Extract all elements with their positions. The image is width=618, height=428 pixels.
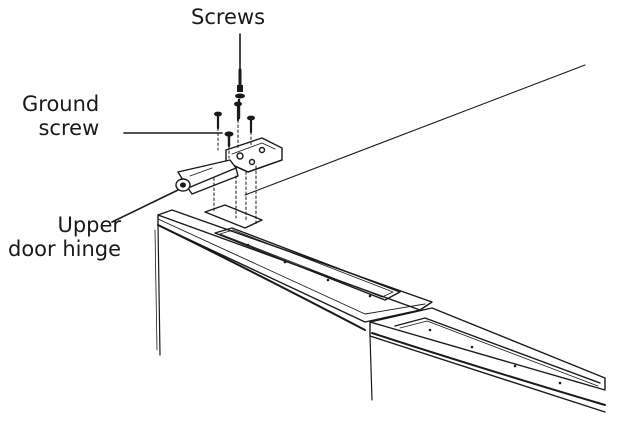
- ground-screw: [224, 131, 234, 148]
- hinge-hole: [248, 158, 256, 166]
- left-door-top: [154, 204, 433, 356]
- hinge-screws: [214, 68, 255, 134]
- trim-dot: [283, 260, 287, 264]
- leader-upper-door-hinge: [111, 189, 179, 223]
- cabinet-rear-edge: [244, 64, 586, 196]
- trim-dot: [326, 278, 330, 282]
- trim-dot: [246, 243, 250, 247]
- trim-dot: [558, 381, 562, 385]
- upper-door-hinge: [175, 137, 283, 195]
- hinge-hole: [236, 152, 244, 160]
- trim-dot: [513, 364, 517, 368]
- trim-dot: [368, 294, 372, 298]
- trim-dot: [428, 328, 432, 332]
- trim-dot: [470, 345, 474, 349]
- right-door-top: [369, 307, 606, 413]
- ground-screw-label: Ground screw: [22, 92, 100, 140]
- screws-label: Screws: [191, 5, 266, 29]
- alignment-lines: [213, 119, 257, 226]
- leader-lines: [111, 33, 241, 223]
- upper-door-hinge-label: Upper door hinge: [8, 213, 122, 261]
- hinge-hole: [258, 146, 266, 154]
